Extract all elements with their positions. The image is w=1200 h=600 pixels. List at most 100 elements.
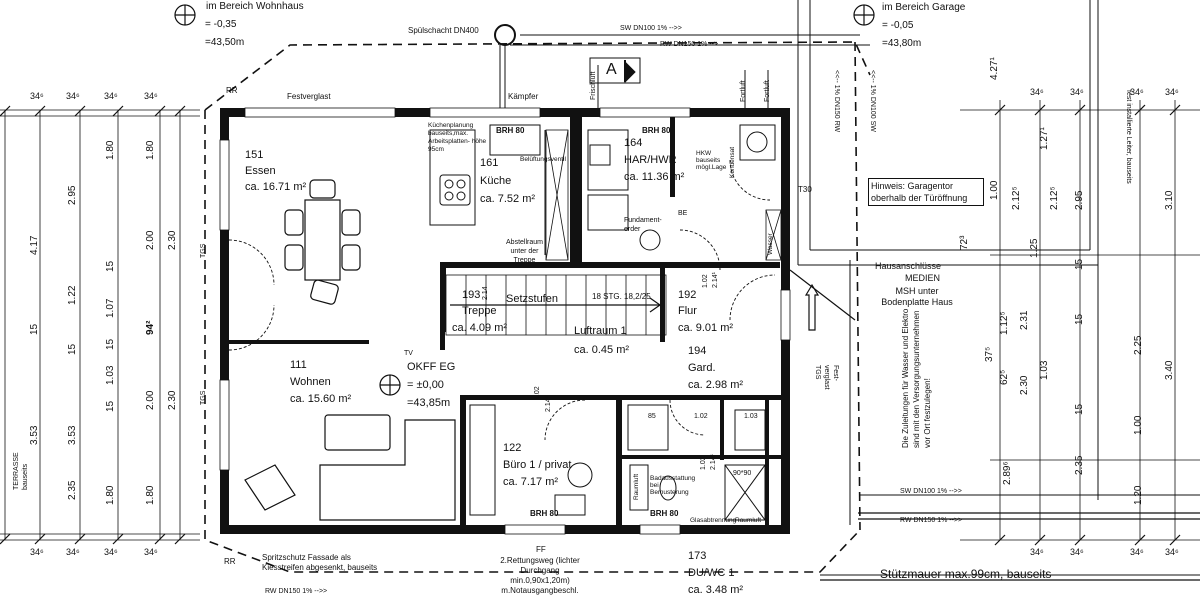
garage-outline: [797, 0, 1099, 500]
raumluft-note-1: Raumluft: [633, 473, 640, 500]
windows: [219, 107, 791, 535]
rr-top: RR: [226, 86, 238, 95]
room-173-name: DU/WC 1: [688, 567, 735, 579]
left-col3-dim-3: 1.07: [105, 298, 116, 318]
right-d-dim-1: 2.95: [1074, 190, 1085, 210]
spritzschutz-note: Spritzschutz Fassade als Kiesstreifen ab…: [262, 553, 378, 572]
room-193-id: 193: [462, 289, 481, 301]
pipe-vert2: <<-- 1% DN100 SW: [869, 70, 876, 132]
left-col4-dim-1: 2.00: [145, 230, 156, 250]
shafts: [545, 129, 782, 261]
room-122-area: ca. 7.17 m²: [503, 476, 559, 488]
bath-dim-102: 1.02: [694, 413, 708, 420]
terrasse-note: TERRASSE bauseits: [13, 452, 29, 490]
pipe-sw100-right: SW DN100 1% -->>: [900, 488, 962, 495]
room-193-area: ca. 4.09 m²: [452, 322, 508, 334]
total-left-dim: 94²: [145, 320, 156, 335]
fortluft-label-1: Fortluft: [740, 80, 747, 102]
dimension-ticks: [0, 104, 1181, 546]
dim-346-tr4: 34⁶: [1165, 87, 1179, 97]
left-col3-dim-top: 1.80: [145, 140, 156, 160]
hkw-note: HKW bauseits mögl.Lage: [696, 150, 727, 171]
right-a-dim-1: 4.27¹: [989, 57, 1000, 80]
right-b-dim-3: 2.31: [1019, 310, 1030, 330]
level-wohnhaus-label: im Bereich Wohnhaus: [206, 1, 304, 12]
bath-dim-85: 85: [648, 413, 656, 420]
dim-346-bl3: 34⁶: [104, 547, 118, 557]
left-col4-dim-3: 2.00: [145, 390, 156, 410]
badausstattung-note: Badausstattung bei Bemusterung: [650, 475, 696, 496]
right-b-dim-4: 2.30: [1019, 375, 1030, 395]
dim-346-br1: 34⁶: [1030, 547, 1044, 557]
dim-346-tl2: 34⁶: [66, 91, 80, 101]
abstellraum-note: Abstellraum unter der Treppe: [506, 239, 543, 264]
dim-346-br3: 34⁶: [1130, 547, 1144, 557]
level-garage-label: im Bereich Garage: [882, 2, 966, 13]
dim-346-tl1: 34⁶: [30, 91, 44, 101]
left-outer-dim-2: 15: [29, 323, 40, 335]
left-col3-dim-5: 1.03: [105, 365, 116, 385]
right-a-dim-7: 2.89⁶: [1002, 461, 1013, 485]
room-193-name: Treppe: [462, 305, 497, 317]
tgs-label-1: TGS: [200, 243, 207, 258]
room-151-id: 151: [245, 149, 264, 161]
luftraum-name: Luftraum 1: [574, 325, 627, 337]
festverglast-tgs-note: Fest- verglast TGS: [814, 365, 839, 390]
section-marker: [589, 57, 641, 84]
spuelschacht-label: Spülschacht DN400: [408, 26, 479, 35]
tgs-label-2: TGS: [200, 390, 207, 405]
entrance-arrow: [789, 269, 856, 331]
dining-table: [284, 179, 361, 305]
bath-dim-103: 1.03: [744, 413, 758, 420]
stair-dim-5: 2.14¹: [712, 272, 719, 288]
stuetzmauer-note: Stützmauer max.99cm, bauseits: [880, 567, 1052, 581]
fortluft-label-2: Fortluft: [764, 80, 771, 102]
room-161-id: 161: [480, 157, 499, 169]
be-note: BE: [678, 210, 688, 217]
left-inner-dim-2: 1.22: [67, 285, 78, 305]
left-col3-dim-2: 15: [105, 260, 116, 272]
kuechenplanung-note: Küchenplanung bauseits,max. Arbeitsplatt…: [428, 122, 487, 153]
left-col3-dim-4: 15: [105, 338, 116, 350]
right-b-dim-2: 2.12⁵: [1011, 186, 1022, 210]
right-d-dim-4: 3.40: [1164, 360, 1175, 380]
fundament-note: Fundament- erder: [624, 217, 662, 233]
luftraum-area: ca. 0.45 m²: [574, 344, 630, 356]
left-col3-dim-6: 15: [105, 400, 116, 412]
hausanschluesse-label: Hausanschlüsse: [875, 261, 942, 271]
left-dimension-lines: [0, 109, 200, 541]
pipe-sw100-top: SW DN100 1% -->>: [620, 25, 682, 32]
dim-346-tr3: 34⁶: [1130, 87, 1144, 97]
right-c-dim-1: 1.27¹: [1039, 127, 1050, 150]
dim-346-bl2: 34⁶: [66, 547, 80, 557]
level-garage-height: =43,80m: [882, 38, 922, 49]
okff-label: OKFF EG: [407, 361, 456, 373]
right-b-dim-1: 1.00: [989, 180, 1000, 200]
room-164-id: 164: [624, 137, 643, 149]
raumluft-note-2: Raumluft: [735, 517, 762, 524]
brh80-kitchen: BRH 80: [496, 126, 525, 135]
office-furniture: [469, 404, 593, 516]
ff-label: FF: [536, 545, 546, 554]
dim-346-tl3: 34⁶: [104, 91, 118, 101]
brh80-hwr: BRH 80: [642, 126, 671, 135]
right-a-dim-5: 37⁵: [984, 346, 995, 362]
pipe-rw150-right: RW DN150 1% -->>: [900, 517, 963, 524]
pipe-rw150-top: RW DN150 1% -->: [660, 41, 719, 48]
room-194-name: Gard.: [688, 362, 716, 374]
right-d-dim-5: 2.35: [1074, 455, 1085, 475]
right-c-dim-2: 2.12⁵: [1049, 186, 1060, 210]
right-c-dim-4: 15: [1074, 313, 1085, 325]
room-192-name: Flur: [678, 305, 697, 317]
bath-fixtures: [627, 404, 766, 521]
site-boundary: [204, 41, 871, 573]
left-inner-dim-4: 3.53: [67, 425, 78, 445]
setzstufen-label: Setzstufen: [506, 293, 558, 305]
left-col3-dim-1: 1.80: [105, 140, 116, 160]
room-194-id: 194: [688, 345, 707, 357]
room-151-area: ca. 16.71 m²: [245, 181, 307, 193]
left-inner-dim-5: 2.35: [67, 480, 78, 500]
pipe-rw150-bl: RW DN150 1% -->>: [265, 588, 328, 595]
dim-346-tr1: 34⁶: [1030, 87, 1044, 97]
room-111-area: ca. 15.60 m²: [290, 393, 352, 405]
